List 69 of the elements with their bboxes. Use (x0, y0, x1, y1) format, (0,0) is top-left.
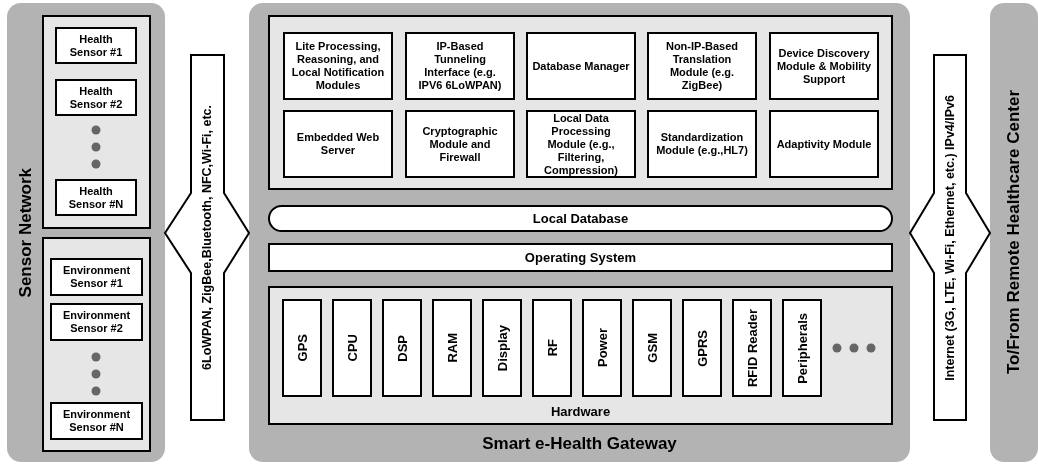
module-label: Display (495, 324, 509, 372)
module-label: RFID Reader (745, 309, 759, 387)
module-label: IP-Based Tunneling Interface (e.g. IPV6 6LoWPAN) (417, 40, 503, 92)
group-box (42, 15, 151, 229)
module-box (268, 243, 893, 272)
section-panel (249, 3, 910, 462)
module-label: Health Sensor #1 (68, 32, 124, 59)
hardware-box (682, 299, 722, 397)
panel-title: Smart e-Health Gateway (482, 432, 677, 455)
module-box (647, 110, 757, 178)
module-label: Power (595, 328, 609, 368)
module-label: GSM (645, 333, 659, 363)
hardware-box (332, 299, 372, 397)
module-box (769, 32, 879, 100)
module-label: Environment Sensor #2 (61, 309, 132, 335)
module-label: Embedded Web Server (295, 131, 381, 157)
module-box (283, 32, 393, 100)
module-label: Device Discovery Module & Mobility Support (775, 46, 873, 86)
module-label: Local Database (532, 209, 629, 228)
module-label: CPU (345, 334, 359, 362)
hardware-box (632, 299, 672, 397)
hardware-box (382, 299, 422, 397)
module-label: Health Sensor #2 (68, 84, 124, 111)
group-box (268, 286, 893, 425)
module-box (647, 32, 757, 100)
module-label: RAM (445, 333, 459, 363)
section-panel (7, 3, 165, 462)
panel-title: To/From Remote Healthcare Center (1003, 90, 1025, 375)
module-box (405, 32, 515, 100)
module-label: Cryptographic Module and Firewall (421, 124, 499, 164)
hardware-box (532, 299, 572, 397)
module-box (55, 179, 137, 216)
module-box (50, 402, 143, 440)
module-label: Health Sensor #N (67, 184, 125, 211)
hardware-box (732, 299, 772, 397)
panel-title: Sensor Network (15, 167, 36, 298)
module-box (526, 32, 636, 100)
module-box (283, 110, 393, 178)
module-label: Lite Processing, Reasoning, and Local Notification Modules (290, 40, 386, 92)
module-box (50, 258, 143, 296)
module-label: Adaptivity Module (776, 137, 872, 151)
hardware-box (482, 299, 522, 397)
section-panel (990, 3, 1038, 462)
hardware-box (282, 299, 322, 397)
module-label: GPRS (695, 329, 709, 367)
hardware-box (582, 299, 622, 397)
module-label: Local Data Processing Module (e.g., Filtering, Compression) (543, 112, 619, 176)
module-label: Environment Sensor #1 (61, 264, 132, 290)
module-label: Environment Sensor #N (61, 408, 132, 434)
module-box (55, 79, 137, 116)
module-box (405, 110, 515, 178)
group-title: Hardware (550, 402, 611, 421)
module-label: Database Manager (532, 59, 630, 73)
module-box (55, 27, 137, 64)
hardware-box (782, 299, 822, 397)
hardware-box (432, 299, 472, 397)
module-box (769, 110, 879, 178)
rounded-bar (268, 205, 893, 232)
group-box (42, 237, 151, 452)
module-box (50, 303, 143, 341)
module-box (526, 110, 636, 178)
group-box (268, 15, 893, 190)
module-label: Peripherals (795, 312, 809, 384)
module-label: Standardization Module (e.g.,HL7) (655, 131, 749, 157)
module-label: RF (545, 339, 559, 357)
module-label: GPS (295, 334, 309, 362)
module-label: Operating System (524, 248, 637, 267)
module-label: DSP (395, 334, 409, 362)
module-label: Non-IP-Based Translation Module (e.g. ZigBee) (664, 40, 740, 92)
